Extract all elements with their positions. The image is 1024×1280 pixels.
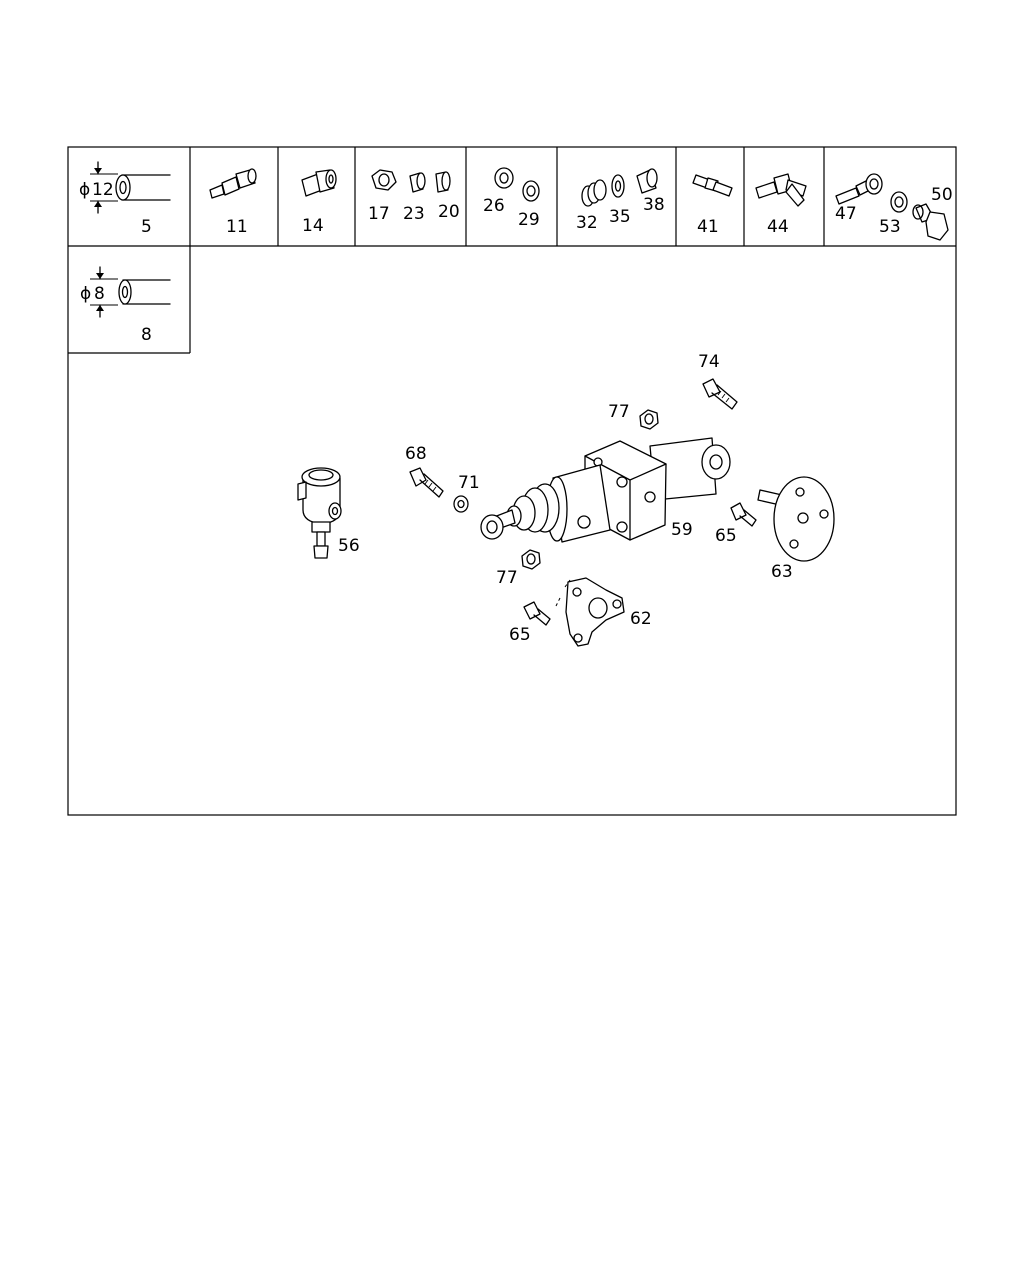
part-17-nut <box>371 169 397 191</box>
label-part-29: 29 <box>518 210 540 230</box>
label-part-41: 41 <box>697 217 719 237</box>
part-35-sealing-ring <box>611 174 625 198</box>
part-65-bolt-right <box>730 502 757 527</box>
tube-12mm-drawing <box>90 161 171 214</box>
part-68-bolt <box>409 467 444 498</box>
part-65-bolt-lower <box>523 601 551 626</box>
part-74-bolt <box>702 378 738 410</box>
part-44-t-piece <box>755 173 807 207</box>
label-part-23: 23 <box>403 204 425 224</box>
label-part-74: 74 <box>698 352 720 372</box>
part-77-nut-lower <box>521 549 541 570</box>
part-63-mounting-plate <box>757 476 835 562</box>
label-part-71: 71 <box>458 473 480 493</box>
label-part-65-lower: 65 <box>509 625 531 645</box>
label-part-47: 47 <box>835 204 857 224</box>
part-20-ring <box>435 171 451 193</box>
label-part-77-upper: 77 <box>608 402 630 422</box>
part-50-banjo-bolt <box>912 203 949 241</box>
label-part-8: 8 <box>141 325 152 345</box>
label-part-20: 20 <box>438 202 460 222</box>
label-part-77-lower: 77 <box>496 568 518 588</box>
part-32-fitting <box>581 179 607 207</box>
label-part-5: 5 <box>141 217 152 237</box>
label-part-68: 68 <box>405 444 427 464</box>
part-14-union <box>301 169 337 197</box>
tube-12-diameter-value: 12 <box>92 180 114 200</box>
label-part-53: 53 <box>879 217 901 237</box>
part-29-sealing-ring <box>522 180 540 202</box>
part-23-sleeve <box>409 172 426 193</box>
label-part-17: 17 <box>368 204 390 224</box>
label-part-62: 62 <box>630 609 652 629</box>
part-38-plug <box>636 168 658 194</box>
label-part-32: 32 <box>576 213 598 233</box>
label-part-50: 50 <box>931 185 953 205</box>
part-56-reservoir <box>297 467 342 559</box>
part-26-washer <box>494 167 514 189</box>
part-47-banjo <box>835 173 883 205</box>
part-41-connector <box>692 174 733 197</box>
label-part-38: 38 <box>643 195 665 215</box>
tube-8-diameter-symbol: ϕ <box>80 284 91 304</box>
label-part-11: 11 <box>226 217 248 237</box>
label-part-63: 63 <box>771 562 793 582</box>
diagram-frame <box>67 146 957 816</box>
label-part-14: 14 <box>302 216 324 236</box>
part-62-bracket <box>555 577 625 647</box>
label-part-56: 56 <box>338 536 360 556</box>
label-part-44: 44 <box>767 217 789 237</box>
label-part-35: 35 <box>609 207 631 227</box>
tube-12-diameter-symbol: ϕ <box>79 180 90 200</box>
part-11-hose-nipple <box>209 168 257 199</box>
tube-8mm-drawing <box>90 266 171 318</box>
label-part-65-right: 65 <box>715 526 737 546</box>
part-53-sealing-ring <box>890 191 908 213</box>
part-59-cylinder <box>480 437 731 543</box>
label-part-26: 26 <box>483 196 505 216</box>
tube-8-diameter-value: 8 <box>94 284 105 304</box>
part-77-nut-upper <box>639 409 659 430</box>
part-71-washer <box>453 495 469 513</box>
label-part-59: 59 <box>671 520 693 540</box>
